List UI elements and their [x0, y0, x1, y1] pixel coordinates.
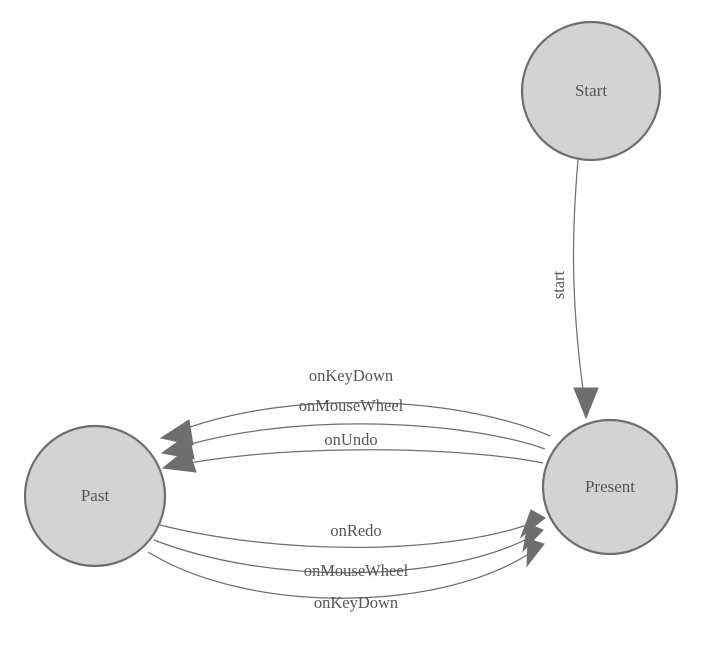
node-circle [520, 20, 662, 162]
edge-path [176, 423, 546, 450]
edge-path [147, 551, 531, 599]
edge-label-e-past-present-onmousewheel: onMouseWheel [304, 561, 409, 580]
edge-label-e-present-past-onundo: onUndo [324, 430, 377, 449]
edge-path [153, 537, 530, 574]
edge-e-present-past-onundo[interactable] [161, 447, 544, 473]
edge-path [175, 401, 551, 437]
node-label-start: Start [575, 81, 607, 100]
edge-label-e-start-present: start [549, 270, 568, 299]
node-label-present: Present [585, 477, 635, 496]
arrowhead-icon [161, 447, 197, 473]
edge-e-start-present[interactable] [572, 159, 599, 420]
node-circle [541, 418, 679, 556]
edge-e-past-present-onkeydown[interactable] [147, 538, 545, 599]
node-label-past: Past [81, 486, 110, 505]
edge-labels-layer: start onKeyDown onMouseWheel onUndo onRedo on… [299, 270, 568, 611]
node-circle [23, 424, 167, 568]
edge-label-e-past-present-onkeydown: onKeyDown [314, 593, 398, 612]
edge-label-e-present-past-onkeydown: onKeyDown [309, 366, 393, 385]
edges-layer [147, 159, 599, 599]
edge-label-e-present-past-onmousewheel: onMouseWheel [299, 396, 404, 415]
edge-path [572, 159, 586, 405]
arrowhead-icon [573, 387, 599, 420]
edge-path [177, 449, 544, 466]
edge-path [159, 523, 531, 548]
node-present[interactable]: Present [541, 418, 679, 556]
node-start[interactable]: Start [520, 20, 662, 162]
arrowhead-icon [526, 538, 545, 568]
edge-label-e-past-present-onredo: onRedo [330, 521, 381, 540]
node-past[interactable]: Past [23, 424, 167, 568]
